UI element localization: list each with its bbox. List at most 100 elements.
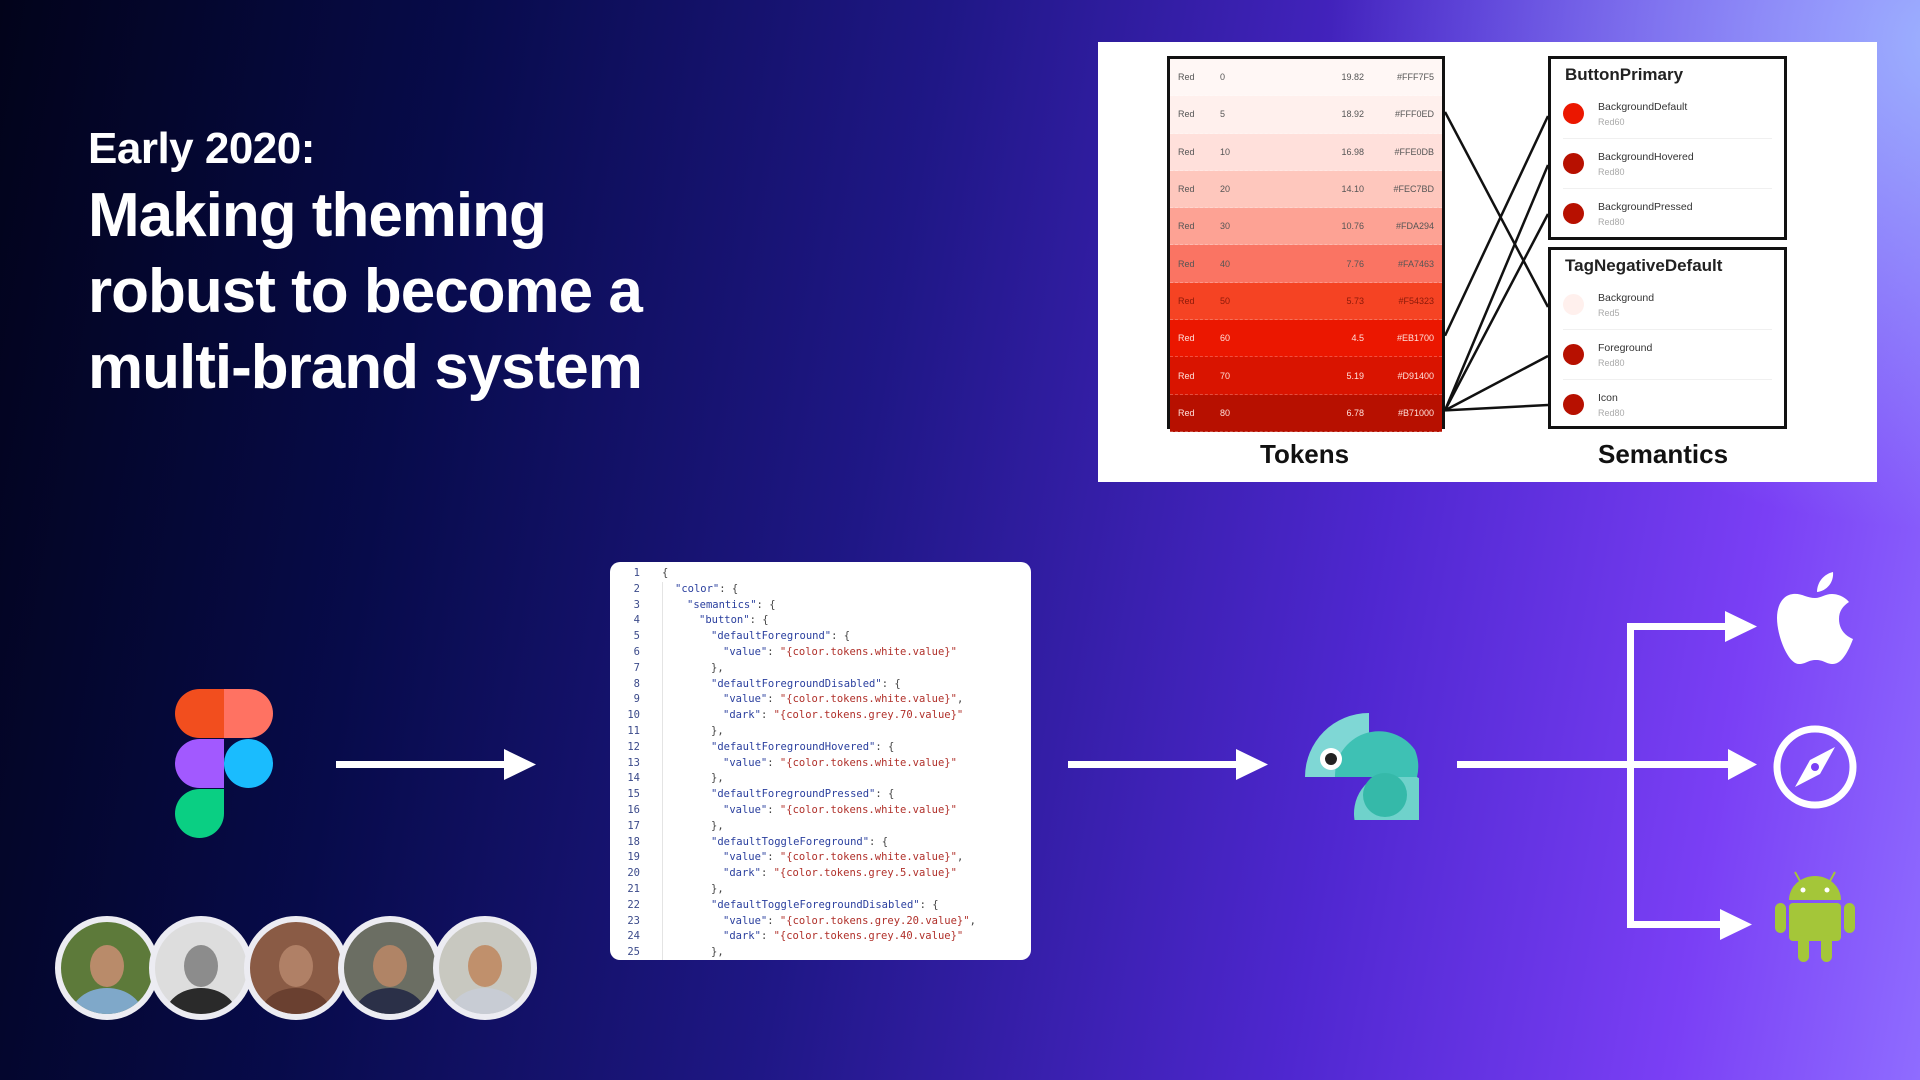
avatar-photo bbox=[165, 945, 237, 1014]
code-line: 4"button": { bbox=[610, 613, 1031, 630]
token-name: Red bbox=[1178, 333, 1195, 344]
android-leg bbox=[1798, 935, 1809, 962]
team-avatar bbox=[433, 916, 537, 1020]
code-text: }, bbox=[662, 723, 724, 740]
token-contrast: 10.76 bbox=[1341, 221, 1364, 232]
code-string: "{color.tokens.grey.70.value}" bbox=[773, 709, 964, 722]
team-avatar bbox=[55, 916, 159, 1020]
semantic-item-token: Red80 bbox=[1598, 166, 1625, 177]
team-avatar bbox=[149, 916, 253, 1020]
line-number: 21 bbox=[627, 882, 640, 895]
android-head bbox=[1789, 876, 1841, 900]
line-number: 9 bbox=[633, 693, 640, 706]
chameleon-tail-inner bbox=[1363, 773, 1407, 817]
code-string: "{color.tokens.grey.20.value}" bbox=[779, 914, 970, 927]
connector-line bbox=[1443, 115, 1550, 337]
code-line: 15 "defaultForegroundPressed": { bbox=[610, 787, 1031, 803]
code-line: 8"defaultForegroundDisabled": { bbox=[610, 676, 1031, 693]
connector-lines bbox=[1443, 111, 1550, 412]
arrow-head bbox=[1720, 909, 1752, 940]
token-name: Red bbox=[1178, 72, 1195, 83]
code-punctuation: : { bbox=[881, 677, 901, 690]
token-hex: #FA7463 bbox=[1397, 258, 1434, 269]
code-text: }, bbox=[662, 881, 724, 898]
code-text: "defaultForegroundPressed": { bbox=[662, 787, 894, 803]
color-swatch bbox=[1563, 344, 1584, 365]
token-step: 80 bbox=[1220, 407, 1231, 418]
slide-eyebrow: Early 2020: bbox=[88, 124, 315, 173]
token-hex: #FDA294 bbox=[1395, 221, 1434, 232]
token-hex: #FFE0DB bbox=[1394, 146, 1434, 157]
code-key: "defaultToggleForeground" bbox=[711, 835, 870, 848]
token-hex: #FFF0ED bbox=[1394, 109, 1434, 120]
android-eye bbox=[1824, 887, 1830, 893]
code-punctuation: : bbox=[767, 645, 780, 658]
avatar-photo bbox=[449, 945, 521, 1014]
token-hex: #FEC7BD bbox=[1393, 184, 1434, 195]
code-text: "color": { bbox=[662, 581, 738, 598]
code-text: "defaultToggleForegroundDisabled": { bbox=[662, 897, 939, 914]
token-hex: #B71000 bbox=[1397, 407, 1434, 418]
token-hex: #F54323 bbox=[1398, 295, 1434, 306]
arrow-right-icon bbox=[336, 749, 536, 780]
code-punctuation: }, bbox=[711, 946, 724, 959]
code-line: 21}, bbox=[610, 881, 1031, 898]
apple-body bbox=[1777, 593, 1853, 664]
team-avatar bbox=[244, 916, 348, 1020]
arrow-shaft bbox=[1627, 623, 1727, 630]
android-antenna bbox=[1829, 871, 1836, 882]
code-punctuation: : { bbox=[756, 598, 776, 611]
token-step: 60 bbox=[1220, 333, 1231, 344]
connector-line bbox=[1444, 403, 1549, 412]
code-key: "dark" bbox=[723, 867, 761, 880]
slide-headline: Making theming robust to become a multi-… bbox=[88, 178, 643, 406]
headline-line: Making theming bbox=[88, 181, 547, 250]
branch-vertical bbox=[1627, 623, 1634, 928]
chameleon-eye-pupil bbox=[1325, 753, 1337, 765]
code-text: "defaultForegroundHovered": { bbox=[662, 739, 894, 756]
arrow-shaft bbox=[1627, 921, 1722, 928]
code-string: "{color.tokens.grey.40.value}" bbox=[773, 930, 964, 943]
color-swatch bbox=[1563, 103, 1584, 124]
token-contrast: 5.73 bbox=[1346, 295, 1364, 306]
line-number: 8 bbox=[633, 677, 640, 690]
code-line: 16"value": "{color.tokens.white.value}" bbox=[610, 802, 1031, 819]
semantic-item-token: Red80 bbox=[1598, 357, 1625, 368]
code-line: 22"defaultToggleForegroundDisabled": { bbox=[610, 897, 1031, 914]
line-number: 12 bbox=[627, 740, 640, 753]
code-text: "value": "{color.tokens.white.value}", bbox=[662, 850, 963, 867]
token-name: Red bbox=[1178, 146, 1195, 157]
line-number: 15 bbox=[627, 788, 640, 801]
code-string: "{color.tokens.white.value}" bbox=[779, 645, 957, 658]
apple-icon bbox=[1777, 572, 1853, 664]
branching-arrows bbox=[1457, 611, 1757, 940]
semantic-item-label: BackgroundPressed bbox=[1598, 200, 1693, 213]
code-line: 7}, bbox=[610, 660, 1031, 677]
token-name: Red bbox=[1178, 221, 1195, 232]
token-step: 20 bbox=[1220, 184, 1231, 195]
android-leg bbox=[1821, 935, 1832, 962]
code-punctuation: }, bbox=[711, 661, 724, 674]
semantic-item-label: Background bbox=[1598, 291, 1655, 304]
code-text: "defaultForeground": { bbox=[662, 629, 850, 645]
line-number: 3 bbox=[633, 598, 640, 611]
compass-ring bbox=[1773, 725, 1857, 809]
code-key: "value" bbox=[723, 914, 768, 927]
color-swatch bbox=[1563, 294, 1584, 315]
code-text: "value": "{color.tokens.white.value}", bbox=[662, 692, 963, 709]
code-punctuation: : bbox=[760, 867, 774, 880]
slide-title-block: Early 2020: Making theming robust to bec… bbox=[88, 120, 643, 406]
code-key: "defaultForegroundPressed" bbox=[711, 788, 876, 801]
token-name: Red bbox=[1178, 184, 1195, 195]
arrow-head bbox=[1728, 749, 1757, 780]
android-eye bbox=[1800, 887, 1806, 893]
token-step: 0 bbox=[1220, 72, 1226, 83]
